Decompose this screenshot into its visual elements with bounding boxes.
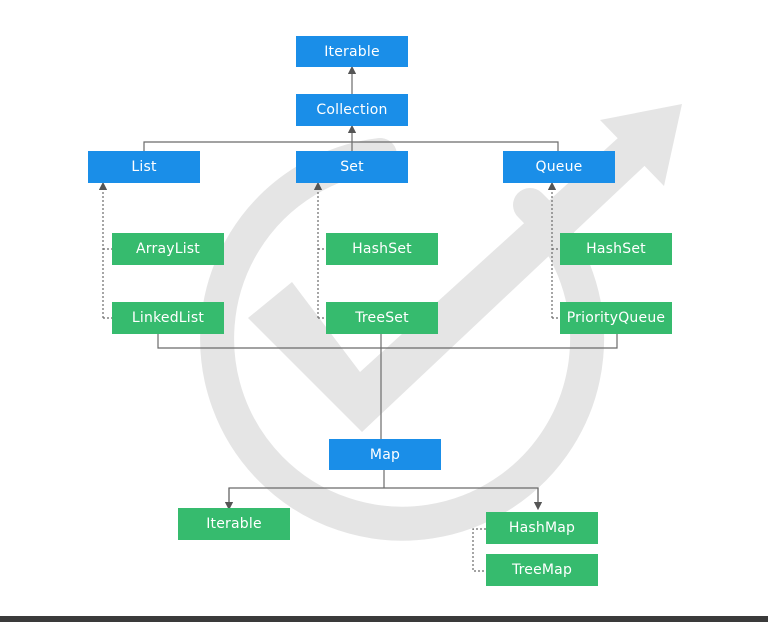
queue-node: Queue xyxy=(503,151,615,183)
hashset-node: HashSet xyxy=(326,233,438,265)
list-node: List xyxy=(88,151,200,183)
treeset-node: TreeSet xyxy=(326,302,438,334)
treemap-node: TreeMap xyxy=(486,554,598,586)
set-node: Set xyxy=(296,151,408,183)
bottom-border xyxy=(0,616,768,622)
arraylist-node: ArrayList xyxy=(112,233,224,265)
hashmap-node: HashMap xyxy=(486,512,598,544)
iterable-node: Iterable xyxy=(296,36,408,67)
map-iterable-node: Iterable xyxy=(178,508,290,540)
map-node: Map xyxy=(329,439,441,470)
linkedlist-node: LinkedList xyxy=(112,302,224,334)
collection-node: Collection xyxy=(296,94,408,126)
priorityqueue-node: PriorityQueue xyxy=(560,302,672,334)
queue-hashset-node: HashSet xyxy=(560,233,672,265)
